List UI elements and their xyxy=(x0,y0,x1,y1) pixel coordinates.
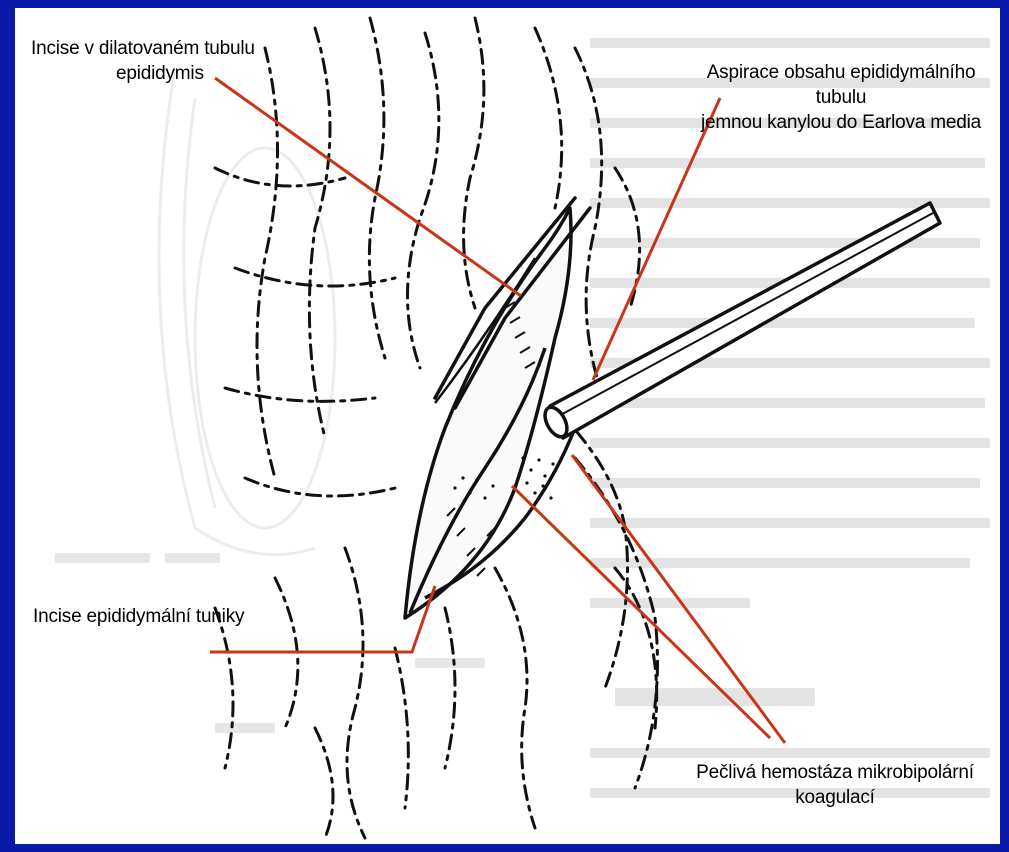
label-incise-tubulu-line2: epididymis xyxy=(31,61,261,86)
label-aspirace-line1: Aspirace obsahu epididymálního tubulu xyxy=(681,60,1000,110)
label-hemostaza: Pečlivá hemostáza mikrobipolární koagula… xyxy=(695,760,975,810)
cannula-drawing xyxy=(541,203,940,440)
label-aspirace-line2: jemnou kanylou do Earlova media xyxy=(681,110,1000,135)
label-hemostaza-line1: Pečlivá hemostáza mikrobipolární xyxy=(695,760,975,785)
label-aspirace: Aspirace obsahu epididymálního tubulu je… xyxy=(681,60,1000,135)
illustration-panel: Incise v dilatovaném tubulu epididymis A… xyxy=(15,8,1000,844)
label-hemostaza-line2: koagulací xyxy=(695,785,975,810)
label-incise-tubulu: Incise v dilatovaném tubulu epididymis xyxy=(31,36,261,86)
label-incise-tubulu-line1: Incise v dilatovaném tubulu xyxy=(31,36,261,61)
label-incise-tuniky: Incise epididymální tuniky xyxy=(33,604,273,629)
